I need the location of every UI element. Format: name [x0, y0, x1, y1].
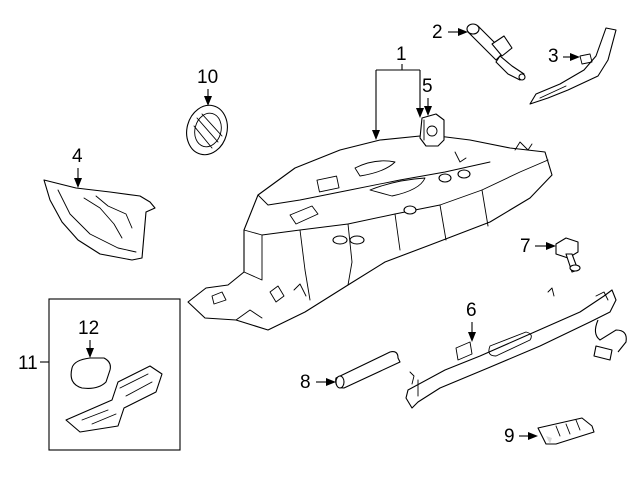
- callout-6: 6: [466, 300, 477, 342]
- callout-label-7: 7: [520, 236, 531, 257]
- callout-4: 4: [72, 146, 83, 188]
- bracket-icon: [529, 27, 617, 105]
- glove-box-housing-icon: [187, 134, 553, 331]
- stop-pin-icon: [335, 351, 401, 389]
- callout-label-5: 5: [422, 76, 433, 97]
- callout-12: 12: [78, 318, 99, 358]
- callout-label-4: 4: [72, 146, 83, 167]
- lock-cylinder-icon: [537, 417, 595, 445]
- callout-label-1: 1: [396, 44, 407, 65]
- callout-label-2: 2: [432, 22, 443, 43]
- callout-label-8: 8: [300, 372, 311, 393]
- callout-3: 3: [548, 46, 580, 67]
- side-cover-icon: [43, 179, 156, 261]
- callout-label-10: 10: [197, 67, 218, 88]
- callout-5: 5: [422, 76, 433, 116]
- vent-grille-icon: [186, 104, 228, 156]
- damper-icon: [466, 23, 526, 81]
- lamp-assembly-box: [40, 298, 181, 451]
- callout-2: 2: [432, 22, 468, 43]
- callout-label-9: 9: [504, 426, 515, 447]
- bolt-icon: [555, 237, 581, 273]
- glove-box-door-icon: [405, 287, 627, 409]
- latch-striker-icon: [419, 113, 445, 147]
- callout-9: 9: [504, 426, 538, 447]
- callout-label-6: 6: [466, 300, 477, 321]
- bulb-icon: [70, 357, 111, 389]
- callout-label-12: 12: [78, 318, 99, 339]
- callout-10: 10: [197, 67, 218, 106]
- callout-8: 8: [300, 372, 336, 393]
- callout-label-11: 11: [18, 353, 38, 374]
- callout-7: 7: [520, 236, 556, 257]
- callout-label-3: 3: [548, 46, 559, 67]
- lamp-assembly-icon: [65, 365, 163, 433]
- callout-11: 11: [18, 353, 38, 374]
- callout-1: 1: [372, 44, 424, 140]
